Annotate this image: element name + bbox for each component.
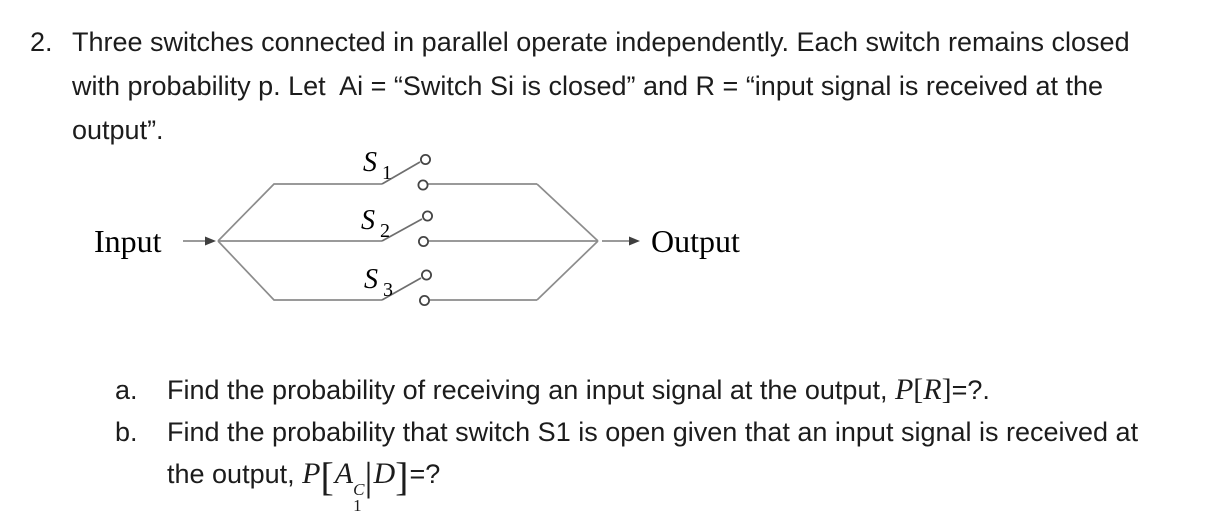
output-arrowhead bbox=[629, 236, 640, 246]
math-conditional-bar: | bbox=[364, 454, 374, 499]
problem-line: output”. bbox=[72, 115, 164, 145]
switch-contacts bbox=[417, 153, 433, 306]
math-D: D bbox=[373, 457, 396, 490]
contact-s3-blade bbox=[420, 269, 432, 281]
math-subscript-1: 1 bbox=[353, 496, 362, 515]
contact-s1-blade bbox=[419, 153, 431, 165]
contact-s1-fixed bbox=[417, 179, 429, 191]
item-b-text: Find the probability that switch S1 is o… bbox=[167, 411, 1138, 514]
switch-label-s1: S bbox=[363, 147, 377, 178]
problem-text: Three switches connected in parallel ope… bbox=[72, 20, 1130, 152]
switch-blade-s2 bbox=[381, 218, 423, 242]
question-list: a. Find the probability of receiving an … bbox=[115, 369, 1138, 514]
question-item-b: b. Find the probability that switch S1 i… bbox=[115, 411, 1138, 514]
math-open-bracket: [ bbox=[913, 373, 924, 406]
problem-number: 2. bbox=[30, 27, 53, 57]
wire-top-merge bbox=[536, 183, 599, 242]
switch-label-s1-sub: 1 bbox=[382, 162, 392, 184]
output-label: Output bbox=[651, 223, 740, 259]
math-A: A bbox=[334, 457, 354, 490]
wire-top-left bbox=[217, 183, 382, 242]
wires bbox=[183, 183, 629, 301]
switch-blade-s3 bbox=[381, 277, 422, 301]
wire-bottom-left bbox=[217, 240, 382, 301]
math-close-bracket: ] bbox=[941, 373, 952, 406]
contact-s2-fixed bbox=[417, 235, 429, 247]
switch-blade-s1 bbox=[381, 161, 421, 185]
question-item-a: a. Find the probability of receiving an … bbox=[115, 369, 1138, 411]
switch-label-s2-sub: 2 bbox=[380, 220, 390, 242]
item-a-prose: Find the probability of receiving an inp… bbox=[167, 375, 895, 405]
switch-label-s3: S bbox=[364, 264, 378, 295]
contact-s2-blade bbox=[421, 210, 433, 222]
item-b-suffix: =? bbox=[409, 459, 441, 489]
math-superscript-C: C bbox=[353, 480, 365, 499]
arrowheads bbox=[205, 236, 640, 246]
input-arrowhead bbox=[205, 236, 216, 246]
switch-label-s2: S bbox=[361, 205, 375, 236]
item-a-label: a. bbox=[115, 375, 138, 405]
problem-statement: 2. Three switches connected in parallel … bbox=[30, 20, 1130, 152]
contact-s3-fixed bbox=[418, 294, 430, 306]
problem-line: Three switches connected in parallel ope… bbox=[72, 27, 1130, 57]
item-b-label: b. bbox=[115, 417, 138, 447]
item-a-text: Find the probability of receiving an inp… bbox=[167, 369, 990, 411]
math-close-bracket: ] bbox=[395, 454, 410, 499]
math-P: P bbox=[302, 457, 321, 490]
math-P: P bbox=[894, 373, 914, 406]
switch-blades bbox=[381, 161, 423, 301]
item-a-suffix: =?. bbox=[951, 375, 990, 405]
math-R: R bbox=[923, 373, 942, 406]
math-open-bracket: [ bbox=[320, 454, 335, 499]
item-b-line1: Find the probability that switch S1 is o… bbox=[167, 417, 1139, 447]
problem-line: with probability p. Let Ai = “Switch Si … bbox=[72, 71, 1104, 101]
wire-bottom-merge bbox=[536, 240, 599, 301]
input-label: Input bbox=[94, 223, 162, 259]
switch-label-s3-sub: 3 bbox=[383, 279, 393, 301]
item-b-prose: the output, bbox=[167, 459, 303, 489]
